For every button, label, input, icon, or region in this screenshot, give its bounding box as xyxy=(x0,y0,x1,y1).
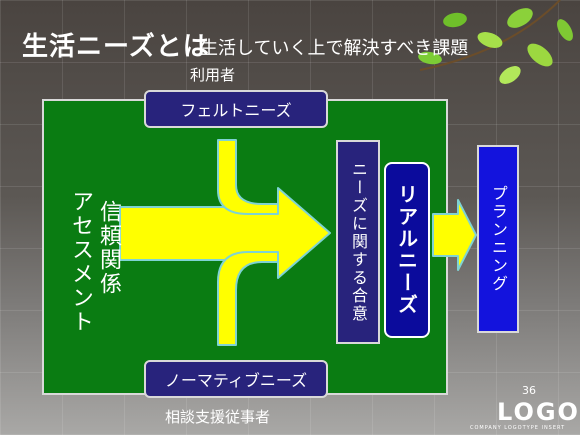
page-subtitle: 生活していく上で解決すべき課題 xyxy=(200,38,469,59)
normative-needs-box: ノーマティブニーズ xyxy=(144,360,328,398)
to-planning-arrow xyxy=(432,199,477,271)
real-needs-box: リアルニーズ xyxy=(384,162,430,338)
page-number: 36 xyxy=(522,384,536,397)
top-merge-arrow xyxy=(217,139,279,215)
planning-box: プランニング xyxy=(477,145,519,333)
bottom-merge-arrow xyxy=(217,251,279,346)
page-title: 生活ニーズとは xyxy=(22,32,210,62)
real-needs-label: リアルニーズ xyxy=(394,184,419,316)
logo: LOGO xyxy=(497,398,580,426)
felt-needs-box: フェルトニーズ xyxy=(144,90,328,128)
planning-label: プランニング xyxy=(489,185,508,293)
bottom-label: 相談支援従事者 xyxy=(165,408,271,426)
agreement-label: ニーズに関する合意 xyxy=(349,161,368,323)
agreement-box: ニーズに関する合意 xyxy=(336,140,380,344)
normative-needs-label: ノーマティブニーズ xyxy=(164,371,308,390)
assessment-label: アセスメント xyxy=(68,190,93,334)
logo-subtext: COMPANY LOGOTYPE INSERT xyxy=(470,425,566,431)
trust-relationship-label: 信頼関係 xyxy=(96,200,121,296)
top-label: 利用者 xyxy=(190,66,236,84)
felt-needs-label: フェルトニーズ xyxy=(180,101,292,120)
